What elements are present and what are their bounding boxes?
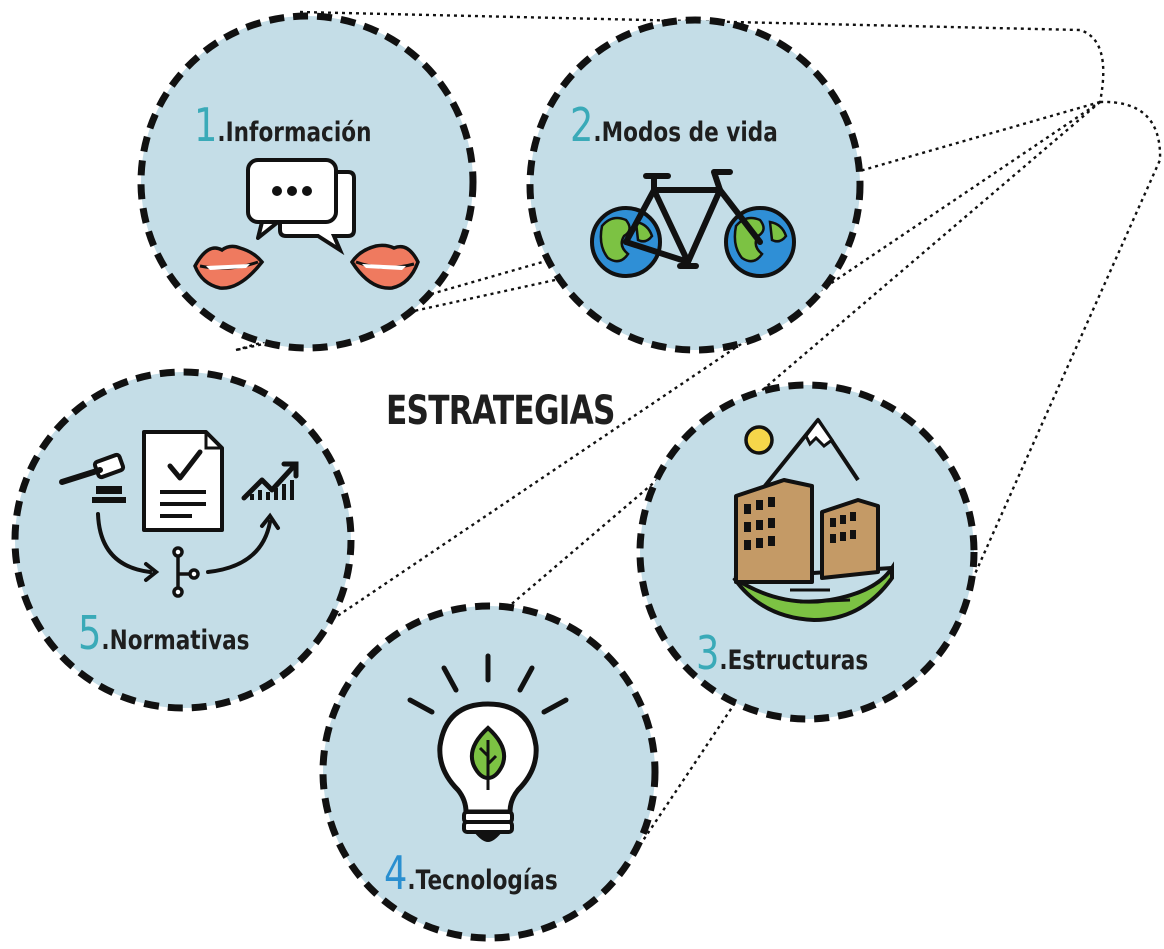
trend-chart-icon (241, 461, 299, 501)
connector-to-estructuras (968, 100, 1162, 586)
strategy-number: 2 (570, 98, 594, 152)
building-tall-icon (734, 478, 814, 584)
strategy-name: Estructuras (727, 645, 869, 676)
strategy-name: Tecnologías (415, 865, 558, 896)
connector-outer (289, 10, 1105, 649)
strategy-label-tecnologias: 4.Tecnologías (384, 846, 558, 900)
buildings-mountain-icon (732, 417, 894, 623)
speech-bubbles-lips-icon (193, 158, 420, 290)
strategy-label-normativas: 5.Normativas (78, 606, 250, 660)
circle-normativas (11, 368, 355, 712)
lips-left-icon (193, 244, 265, 290)
strategy-label-informacion: 1.Información (194, 98, 372, 152)
sun-icon (744, 425, 774, 455)
strategy-number: 5 (78, 606, 102, 660)
document-check-icon (142, 430, 224, 532)
lightbulb-leaf-icon (407, 653, 569, 842)
branch-node-icon (172, 546, 200, 598)
strategy-number: 4 (384, 846, 408, 900)
strategy-name: Modos de vida (601, 117, 778, 148)
strategy-number: 1 (194, 98, 218, 152)
flow-arrows-icon (96, 512, 280, 582)
strategy-label-modos-de-vida: 2.Modos de vida (570, 98, 778, 152)
strategy-name: Información (225, 117, 372, 148)
strategy-label-estructuras: 3.Estructuras (696, 626, 869, 680)
gavel-document-chart-icon (59, 430, 299, 598)
gavel-icon (59, 452, 126, 503)
building-short-icon (820, 498, 880, 580)
diagram-title: ESTRATEGIAS (386, 388, 615, 434)
strategy-name: Normativas (109, 625, 250, 656)
circle-modos-de-vida (526, 16, 864, 354)
strategy-number: 3 (696, 626, 720, 680)
lips-right-icon (349, 243, 420, 290)
bicycle-earth-wheels-icon (590, 169, 796, 278)
connector-estructuras-tecnologias (639, 702, 736, 846)
